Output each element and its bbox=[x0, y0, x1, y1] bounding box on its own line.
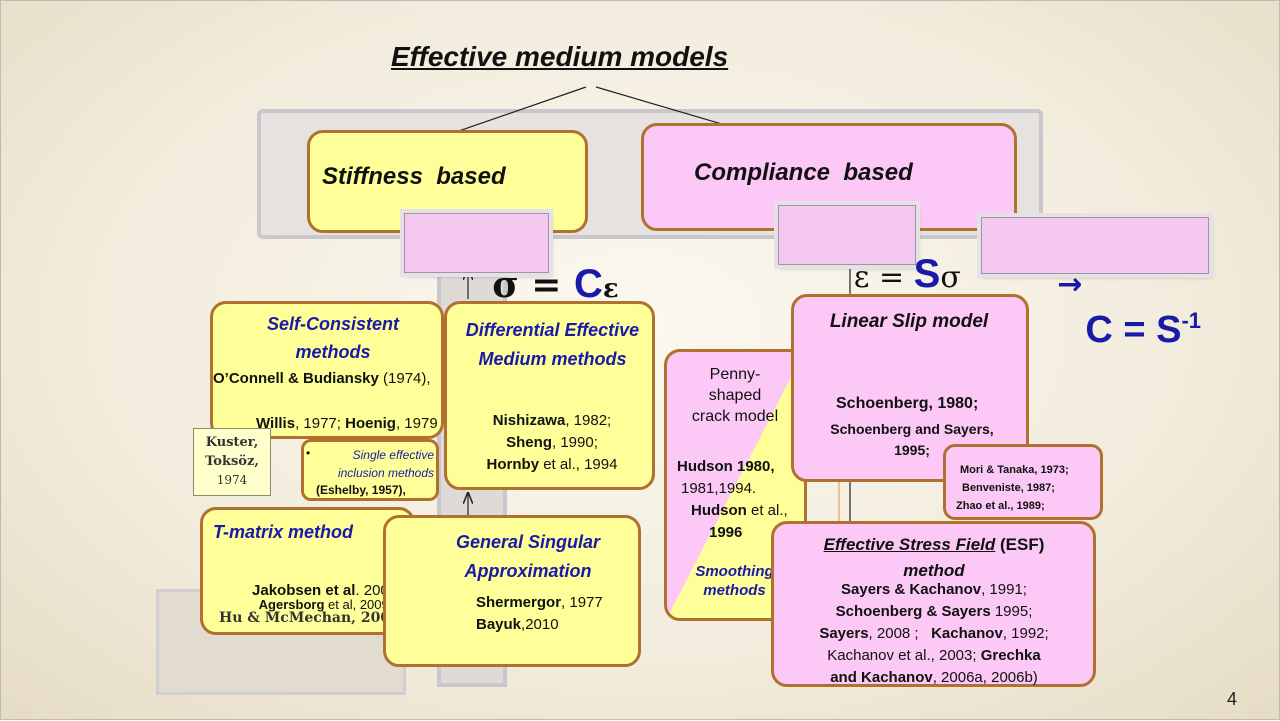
linear-slip-title: Linear Slip model bbox=[829, 311, 989, 332]
general-singular-box: General Singular Approximation Shermergo… bbox=[383, 515, 641, 667]
mori-tanaka-box: Mori & Tanaka, 1973; Benveniste, 1987; Z… bbox=[943, 444, 1103, 520]
single-inclusion-title: Single effective inclusion methods bbox=[337, 448, 434, 480]
stiffness-label: Stiffness based bbox=[322, 163, 506, 190]
relation-text: C = S bbox=[1085, 308, 1182, 351]
self-consistent-cite-1: O’Connell & Budiansky (1974), bbox=[213, 370, 431, 387]
differential-box: Differential Effective Medium methods Ni… bbox=[444, 301, 655, 490]
eq-sigma: σ = bbox=[492, 264, 574, 306]
self-consistent-box: Self-Consistent methods O’Connell & Budi… bbox=[210, 301, 444, 439]
bullet: • bbox=[306, 446, 311, 460]
compliance-equation: ε = Sσ bbox=[778, 205, 961, 296]
esf-box: Effective Stress Field (ESF) method Saye… bbox=[771, 521, 1096, 687]
right-arrow-icon: → bbox=[1057, 267, 1083, 302]
relation-equation: → C = S-1 bbox=[981, 217, 1209, 351]
general-singular-cite: Shermergor, 1977 Bayuk,2010 bbox=[476, 594, 603, 633]
differential-title: Differential Effective Medium methods bbox=[465, 320, 640, 369]
self-consistent-title: Self-Consistent methods bbox=[266, 314, 399, 362]
page-number: 4 bbox=[1227, 689, 1238, 709]
eq-s: S bbox=[913, 252, 941, 296]
self-consistent-cite-2: Willis, 1977; Hoenig, 1979 bbox=[256, 415, 438, 432]
t-matrix-title: T-matrix method bbox=[213, 522, 354, 542]
eq-sig: σ bbox=[940, 260, 961, 295]
penny-title: Penny- shaped crack model bbox=[691, 366, 779, 425]
smoothing-methods-label: Smoothing methods bbox=[695, 563, 774, 599]
t-matrix-cite-3: Hu & McMechan, 2009 bbox=[219, 610, 400, 626]
compliance-label: Compliance based bbox=[694, 159, 913, 186]
page-title: Effective medium models bbox=[391, 41, 729, 72]
stiffness-equation: σ = Cε bbox=[404, 213, 619, 306]
relation-exponent: -1 bbox=[1181, 308, 1202, 333]
eq-eps: ε bbox=[602, 274, 619, 304]
t-matrix-cite-2: Agersborg et al, 2009 bbox=[258, 597, 389, 612]
penny-cite: Hudson 1980, 1981,1994. Hudson et al., 1… bbox=[677, 458, 788, 541]
single-inclusion-cite: (Eshelby, 1957), bbox=[316, 483, 406, 497]
eq-epsilon: ε = bbox=[853, 260, 914, 295]
esf-cite: Sayers & Kachanov, 1991; Schoenberg & Sa… bbox=[819, 581, 1049, 686]
kuster-toksoz-box: Kuster, Toksöz, 1974 bbox=[193, 428, 271, 496]
t-matrix-box: T-matrix method Jakobsen et al. 2003 Age… bbox=[200, 507, 415, 635]
general-singular-title: General Singular Approximation bbox=[455, 532, 601, 581]
mori-cite: Mori & Tanaka, 1973; Benveniste, 1987; Z… bbox=[956, 464, 1069, 512]
linear-slip-cite-1: Schoenberg, 1980; bbox=[836, 395, 979, 412]
single-inclusion-box: • Single effective inclusion methods (Es… bbox=[301, 439, 439, 501]
esf-title: Effective Stress Field (ESF) method bbox=[823, 535, 1045, 580]
eq-c: C bbox=[573, 262, 603, 306]
linear-slip-cite-2: Schoenberg and Sayers, 1995; bbox=[830, 421, 994, 458]
differential-cite: Nishizawa, 1982; Sheng, 1990; Hornby et … bbox=[486, 412, 618, 473]
